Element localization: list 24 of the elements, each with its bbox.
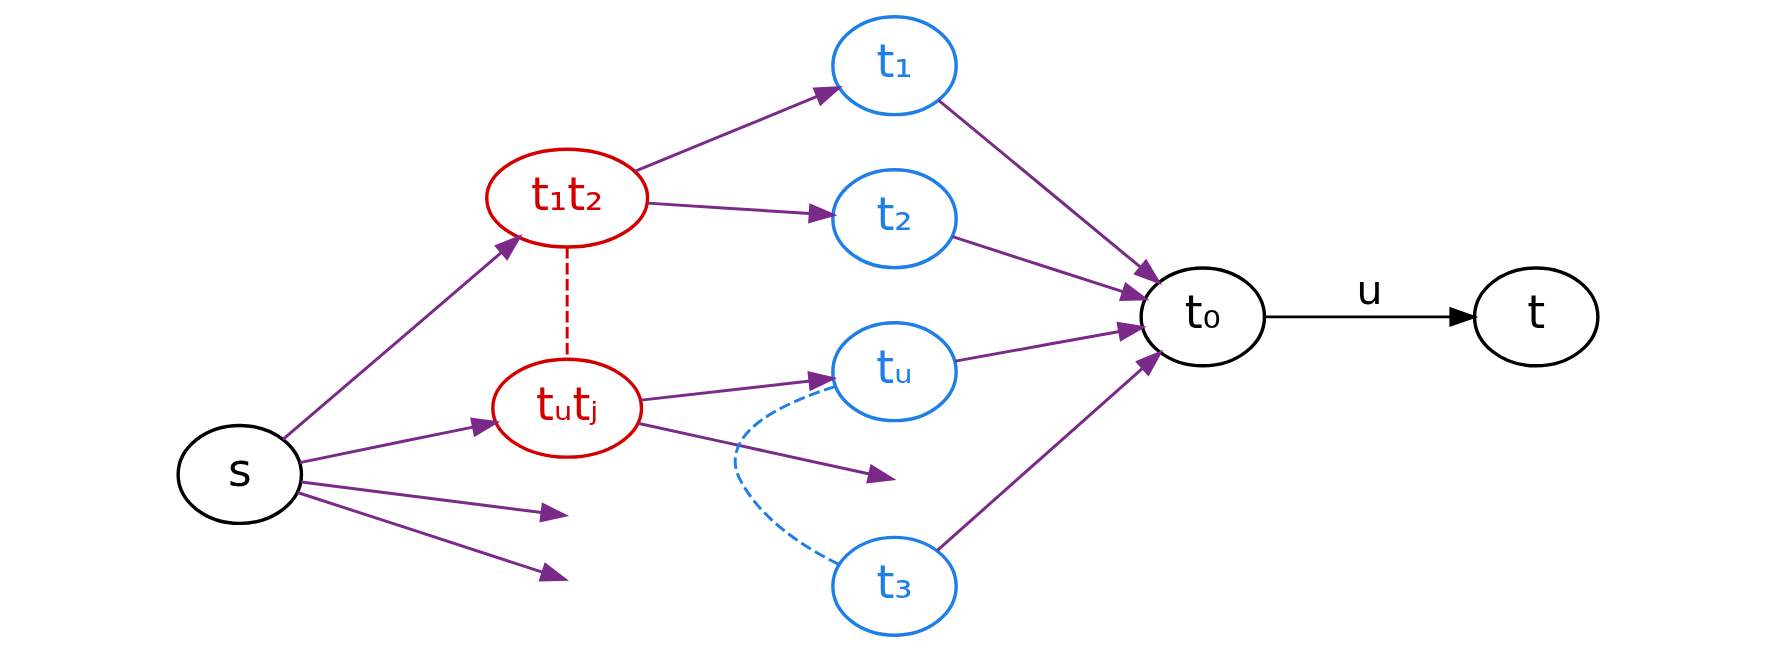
arrow: [951, 235, 1149, 302]
arrow: [300, 480, 569, 523]
node-ellipse: t₀: [1138, 266, 1266, 368]
node-ellipse: t₁: [830, 15, 958, 117]
node-ellipse: s: [175, 423, 303, 526]
arrow: [640, 371, 837, 402]
edge-label: u: [1355, 266, 1383, 315]
node-ellipse: t₃: [830, 535, 958, 637]
arrow: [646, 201, 837, 224]
arrow: [1264, 306, 1478, 327]
arrow: [637, 421, 896, 484]
node-ellipse: t₂: [830, 168, 958, 270]
node-ellipse: t: [1472, 266, 1600, 368]
arrow: [281, 234, 523, 441]
arrow: [296, 491, 569, 582]
arrow: [299, 417, 500, 465]
arrow: [935, 349, 1163, 552]
node-ellipse: tᵤ: [830, 321, 958, 423]
arrow: [936, 98, 1162, 285]
arrow: [633, 85, 843, 173]
arrow: [954, 321, 1147, 363]
node-ellipse: tᵤtⱼ: [490, 357, 643, 459]
connector: [733, 385, 840, 566]
node-ellipse: t₁t₂: [484, 147, 649, 249]
